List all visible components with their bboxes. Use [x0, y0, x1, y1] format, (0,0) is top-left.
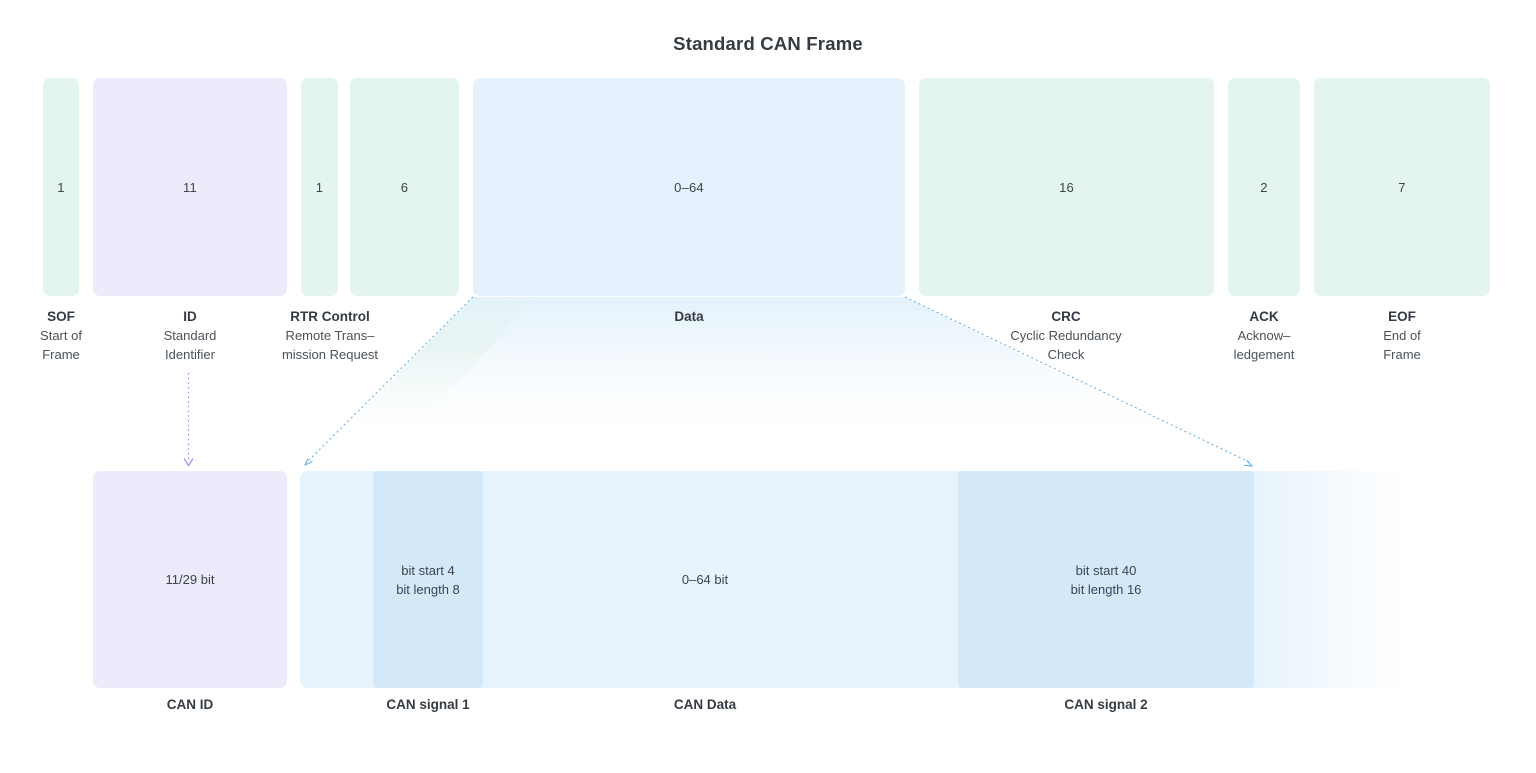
field-box-control: 6 — [350, 78, 459, 296]
field-label-id: ID Standard Identifier — [164, 307, 217, 364]
diagram-title: Standard CAN Frame — [673, 33, 863, 54]
field-label-line: Cyclic Redundancy — [1010, 328, 1122, 343]
can-id-value: 11/29 bit — [165, 572, 215, 587]
can-signal2-box: bit start 40 bit length 16 — [958, 471, 1254, 688]
field-bits-id: 11 — [183, 179, 197, 195]
field-label-line: mission Request — [281, 347, 379, 362]
field-label-line: ledgement — [1233, 347, 1295, 362]
signal1-bit-length: bit length 8 — [396, 581, 460, 597]
field-label-title: ID — [183, 309, 197, 324]
can-data-value: 0–64 bit — [681, 572, 729, 587]
field-box-data: 0–64 — [473, 78, 905, 296]
field-label-title: SOF — [47, 309, 75, 324]
field-bits-crc: 16 — [1059, 179, 1074, 195]
field-label-ack: ACK Acknow– ledgement — [1234, 307, 1295, 364]
field-label-line: Frame — [1383, 347, 1421, 362]
can-signal2-label: CAN signal 2 — [1064, 697, 1148, 712]
field-label-eof: EOF End of Frame — [1383, 307, 1421, 364]
field-label-crc: CRC Cyclic Redundancy Check — [1010, 307, 1121, 364]
field-label-line: Check — [1047, 347, 1085, 362]
field-label-line: Frame — [42, 347, 80, 362]
field-label-line: Standard — [163, 328, 217, 343]
field-label-sof: SOF Start of Frame — [40, 307, 82, 364]
field-label-line: Identifier — [165, 347, 215, 362]
field-bits-rtr: 1 — [315, 179, 324, 195]
field-box-id: 11 — [93, 78, 287, 296]
field-label-line: Start of — [40, 328, 82, 343]
field-box-sof: 1 — [43, 78, 79, 296]
field-bits-eof: 7 — [1398, 179, 1406, 195]
id-to-canid-arrow — [183, 373, 194, 467]
field-box-eof: 7 — [1314, 78, 1490, 296]
field-label-title: CRC — [1051, 309, 1081, 324]
signal2-bit-start: bit start 40 — [1075, 562, 1137, 578]
signal2-bit-length: bit length 16 — [1070, 581, 1142, 597]
field-label-line: Remote Trans– — [285, 328, 375, 343]
field-bits-data: 0–64 — [674, 179, 704, 195]
field-label-line: End of — [1383, 328, 1421, 343]
field-bits-ack: 2 — [1260, 179, 1268, 195]
field-bits-control: 6 — [400, 179, 409, 195]
field-label-data: Data — [674, 307, 703, 326]
can-signal1-box: bit start 4 bit length 8 — [373, 471, 483, 688]
field-bits-sof: 1 — [57, 179, 65, 195]
field-label-title: RTR Control — [290, 309, 370, 324]
can-id-box: 11/29 bit — [93, 471, 287, 688]
field-label-title: ACK — [1249, 309, 1279, 324]
signal1-bit-start: bit start 4 — [401, 562, 455, 578]
field-label-title: Data — [674, 309, 704, 324]
can-data-label: CAN Data — [673, 697, 737, 712]
can-id-label: CAN ID — [166, 697, 214, 712]
can-signal1-label: CAN signal 1 — [386, 697, 470, 712]
field-label-rtr-control: RTR Control Remote Trans– mission Reques… — [282, 307, 378, 364]
field-box-rtr: 1 — [301, 78, 338, 296]
field-label-title: EOF — [1388, 309, 1416, 324]
field-box-crc: 16 — [919, 78, 1214, 296]
field-box-ack: 2 — [1228, 78, 1300, 296]
field-label-line: Acknow– — [1237, 328, 1291, 343]
